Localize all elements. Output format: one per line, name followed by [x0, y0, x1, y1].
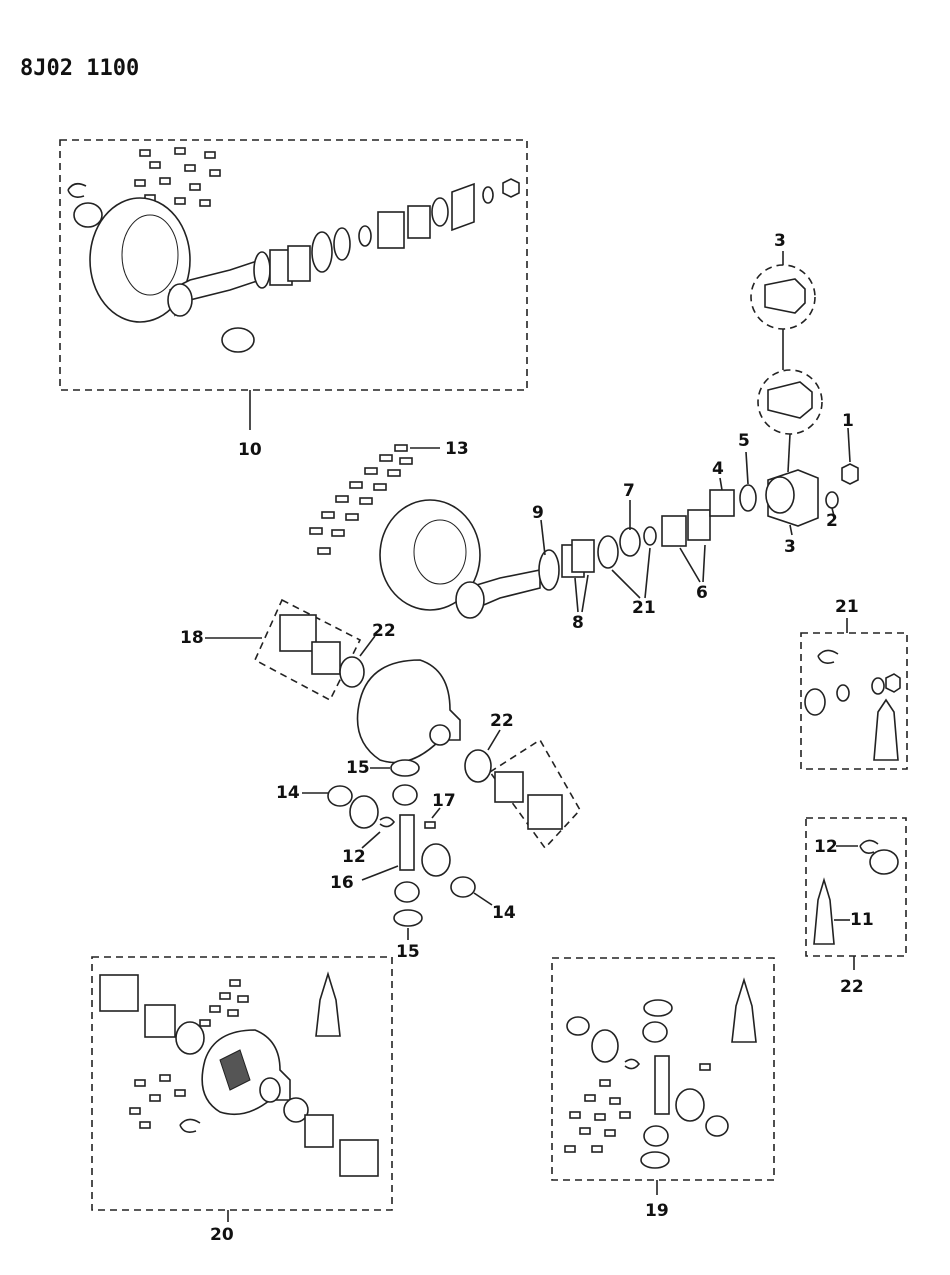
callout-20: 20: [210, 1225, 234, 1245]
callout-6: 6: [696, 583, 708, 603]
ring-gear-main: [379, 499, 481, 611]
sealant-tube-11: [813, 877, 835, 945]
callout-13: 13: [445, 439, 469, 459]
callout-21-main: 21: [632, 598, 656, 618]
diagram-code: 8J02 1100: [20, 56, 139, 81]
lock-pin-17: [424, 821, 436, 829]
nut: [502, 178, 520, 198]
callout-5: 5: [738, 431, 750, 451]
callout-8: 8: [572, 613, 584, 633]
callout-21-box: 21: [835, 597, 859, 617]
shim-7: [619, 527, 641, 557]
kit-box-22: 12 11: [805, 817, 907, 957]
sealant-tube-19: [731, 977, 757, 1043]
washer-2: [825, 491, 839, 509]
ring-gear-bolts: [134, 147, 221, 207]
callout-3-upper: 3: [774, 231, 786, 251]
side-gear-left: [349, 795, 379, 829]
callout-16: 16: [330, 873, 354, 893]
shim-22-right: [464, 749, 492, 783]
thrust-washer-15-top: [390, 759, 420, 777]
bearing-box-18: [253, 598, 362, 702]
callout-11: 11: [850, 910, 874, 930]
thrust-washer-14-left: [327, 785, 353, 807]
nut-1: [841, 463, 859, 485]
kit-box-19: [551, 957, 775, 1181]
side-gear-right: [421, 843, 451, 877]
callout-2: 2: [826, 511, 838, 531]
deflector-5: [739, 484, 757, 512]
pinion-gear-top: [392, 784, 418, 806]
kit-box-20: [91, 956, 393, 1211]
callout-9: 9: [532, 503, 544, 523]
callout-12: 12: [342, 847, 366, 867]
shim-22-left: [339, 656, 365, 688]
callout-12-box: 12: [814, 837, 838, 857]
callout-22-box: 22: [840, 977, 864, 997]
kit-box-21: [800, 632, 908, 770]
callout-14-right: 14: [492, 903, 516, 923]
clip-12: [379, 816, 396, 828]
callout-19: 19: [645, 1201, 669, 1221]
clip: [67, 182, 87, 198]
callout-15-top: 15: [346, 758, 370, 778]
callout-18: 18: [180, 628, 204, 648]
callout-3-lower: 3: [784, 537, 796, 557]
bearing-cup-6: [661, 515, 687, 547]
pinion-gear-bottom: [394, 881, 420, 903]
sealant-tube-21: [873, 698, 899, 761]
bearing-box-right: [488, 738, 581, 850]
callout-22-left: 22: [372, 621, 396, 641]
pinion-shaft-16: [399, 814, 415, 871]
kit-box-10: [59, 139, 528, 391]
callout-22-right: 22: [490, 711, 514, 731]
oil-seal-4: [709, 489, 735, 517]
washer-9: [538, 549, 560, 591]
callout-7: 7: [623, 481, 635, 501]
callout-1: 1: [842, 411, 854, 431]
callout-15-bottom: 15: [396, 942, 420, 962]
sealant-tube-20: [315, 971, 341, 1037]
callout-14-left: 14: [276, 783, 300, 803]
thrust-washer-14-right: [450, 876, 476, 898]
callout-17: 17: [432, 791, 456, 811]
callout-4: 4: [712, 459, 724, 479]
differential-case: [356, 659, 461, 764]
callout-10: 10: [238, 440, 262, 460]
bolt-row-13: [309, 444, 413, 555]
ring-gear: [89, 197, 191, 323]
thrust-washer-15-bottom: [393, 909, 423, 927]
